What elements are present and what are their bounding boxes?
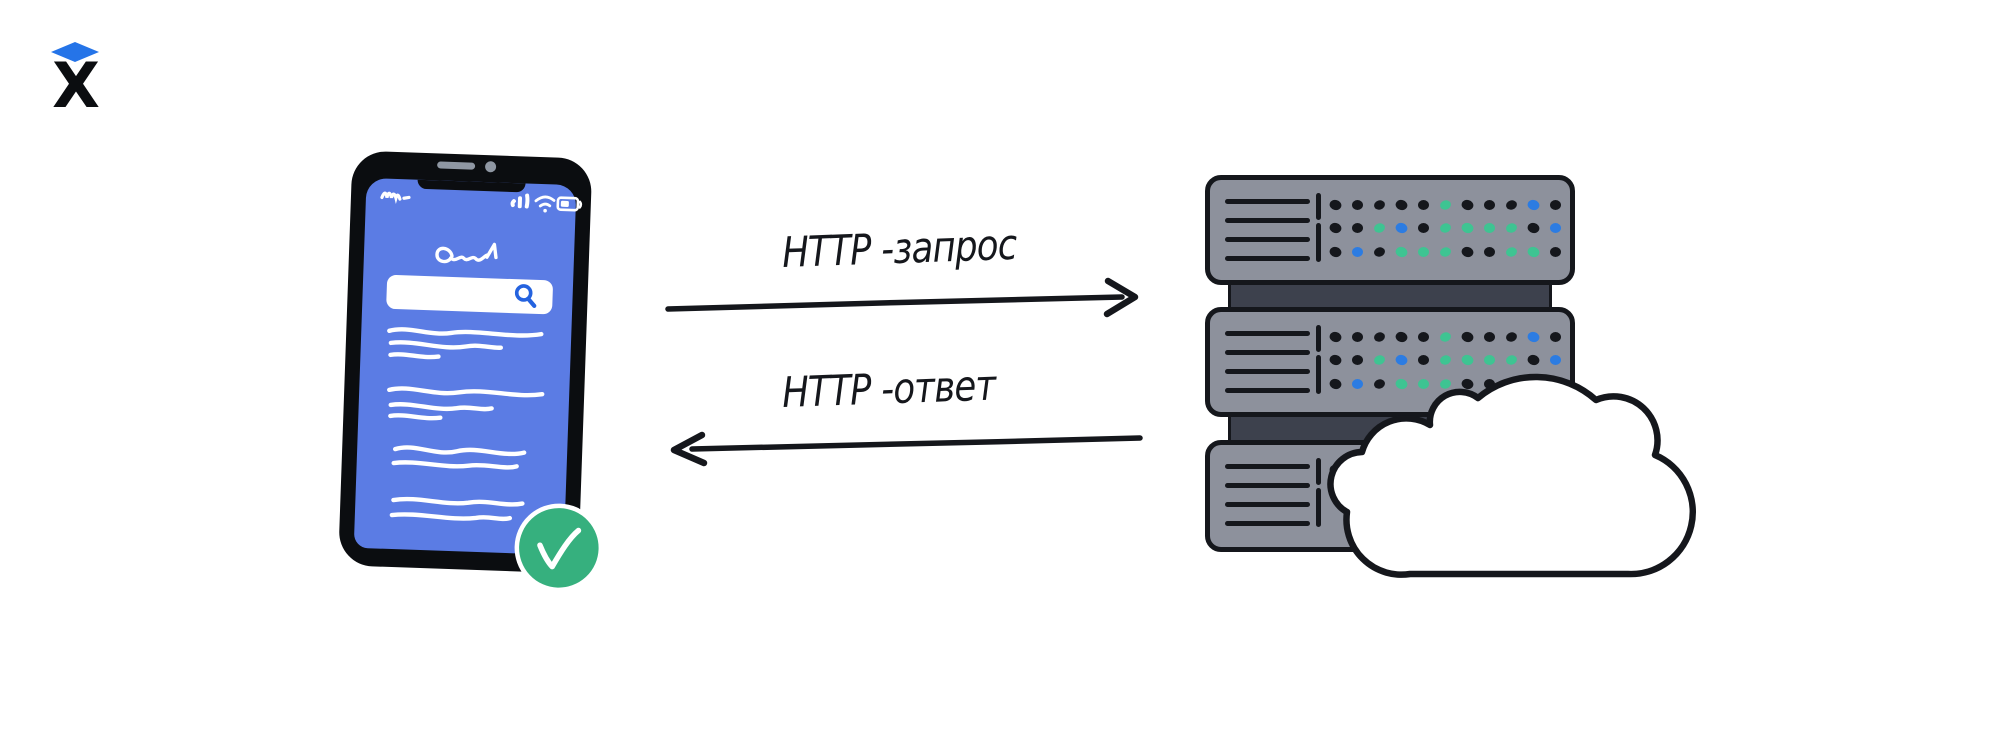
led-dot (1372, 245, 1387, 259)
led-dot (1394, 330, 1409, 344)
led-dot (1352, 332, 1363, 342)
led-dot (1484, 247, 1495, 257)
led-dot (1352, 223, 1363, 233)
cloud-icon (1327, 373, 1696, 578)
flow-arrows (665, 277, 1143, 467)
led-dot (1328, 330, 1343, 344)
request-arrow (665, 277, 1139, 318)
led-dot (1352, 355, 1363, 365)
led-dot (1418, 247, 1429, 257)
led-dot (1418, 200, 1429, 210)
divider-bar (1316, 488, 1321, 527)
led-dot (1328, 198, 1343, 212)
led-dot (1352, 247, 1363, 257)
phone-screen-art (380, 191, 604, 593)
led-dot (1504, 330, 1519, 344)
led-dot (1550, 200, 1561, 210)
led-dot (1438, 330, 1453, 344)
led-dot (1372, 198, 1387, 212)
vent-lines (1225, 445, 1310, 547)
led-dot (1438, 221, 1453, 235)
led-dot (1418, 355, 1429, 365)
led-dot (1328, 221, 1343, 235)
led-dot (1372, 330, 1387, 344)
brand-logo: X (46, 42, 104, 122)
led-dot (1394, 221, 1409, 235)
smartphone-illustration (322, 135, 638, 605)
led-dot (1526, 245, 1541, 259)
success-check-badge (514, 503, 604, 593)
led-dot (1504, 221, 1519, 235)
led-dot (1328, 245, 1343, 259)
vent-lines (1225, 312, 1310, 412)
signal-icon (510, 193, 530, 209)
check-icon (537, 527, 582, 570)
wifi-icon (534, 195, 556, 213)
result-lines (387, 327, 545, 522)
led-dot (1550, 247, 1561, 257)
led-dot (1550, 332, 1561, 342)
led-dot (1460, 198, 1475, 212)
divider-bar (1316, 325, 1321, 352)
divider-bar (1316, 223, 1321, 262)
led-dot (1504, 245, 1519, 259)
led-dot (1550, 223, 1561, 233)
led-dot (1484, 355, 1495, 365)
led-dot (1418, 332, 1429, 342)
led-dot (1526, 221, 1541, 235)
time-scribble (380, 191, 411, 204)
logo-letter: X (52, 49, 100, 122)
led-dot (1352, 200, 1363, 210)
led-dot (1526, 198, 1541, 212)
search-bar (386, 275, 553, 315)
led-dot (1550, 355, 1561, 365)
vent-lines (1225, 180, 1310, 280)
led-dot (1438, 198, 1453, 212)
led-dot (1418, 379, 1429, 389)
server-unit (1205, 175, 1575, 285)
divider-bar (1316, 193, 1321, 220)
search-icon (514, 284, 537, 308)
led-dot (1484, 200, 1495, 210)
battery-icon (556, 196, 583, 212)
led-dot (1394, 245, 1409, 259)
led-dot (1526, 330, 1541, 344)
led-dot (1484, 223, 1495, 233)
handwritten-logo-scribble (435, 242, 498, 264)
response-arrow (670, 431, 1143, 467)
led-panel (1328, 180, 1564, 280)
led-dot (1394, 198, 1409, 212)
led-dot (1484, 332, 1495, 342)
led-dot (1484, 379, 1495, 389)
divider-bar (1316, 458, 1321, 485)
led-dot (1460, 245, 1475, 259)
led-dot (1460, 330, 1475, 344)
led-dot (1418, 223, 1429, 233)
led-dot (1504, 198, 1519, 212)
led-dot (1460, 221, 1475, 235)
led-dot (1438, 245, 1453, 259)
diamond-icon (51, 42, 99, 62)
divider-bar (1316, 355, 1321, 394)
led-dot (1372, 221, 1387, 235)
led-dot (1352, 379, 1363, 389)
